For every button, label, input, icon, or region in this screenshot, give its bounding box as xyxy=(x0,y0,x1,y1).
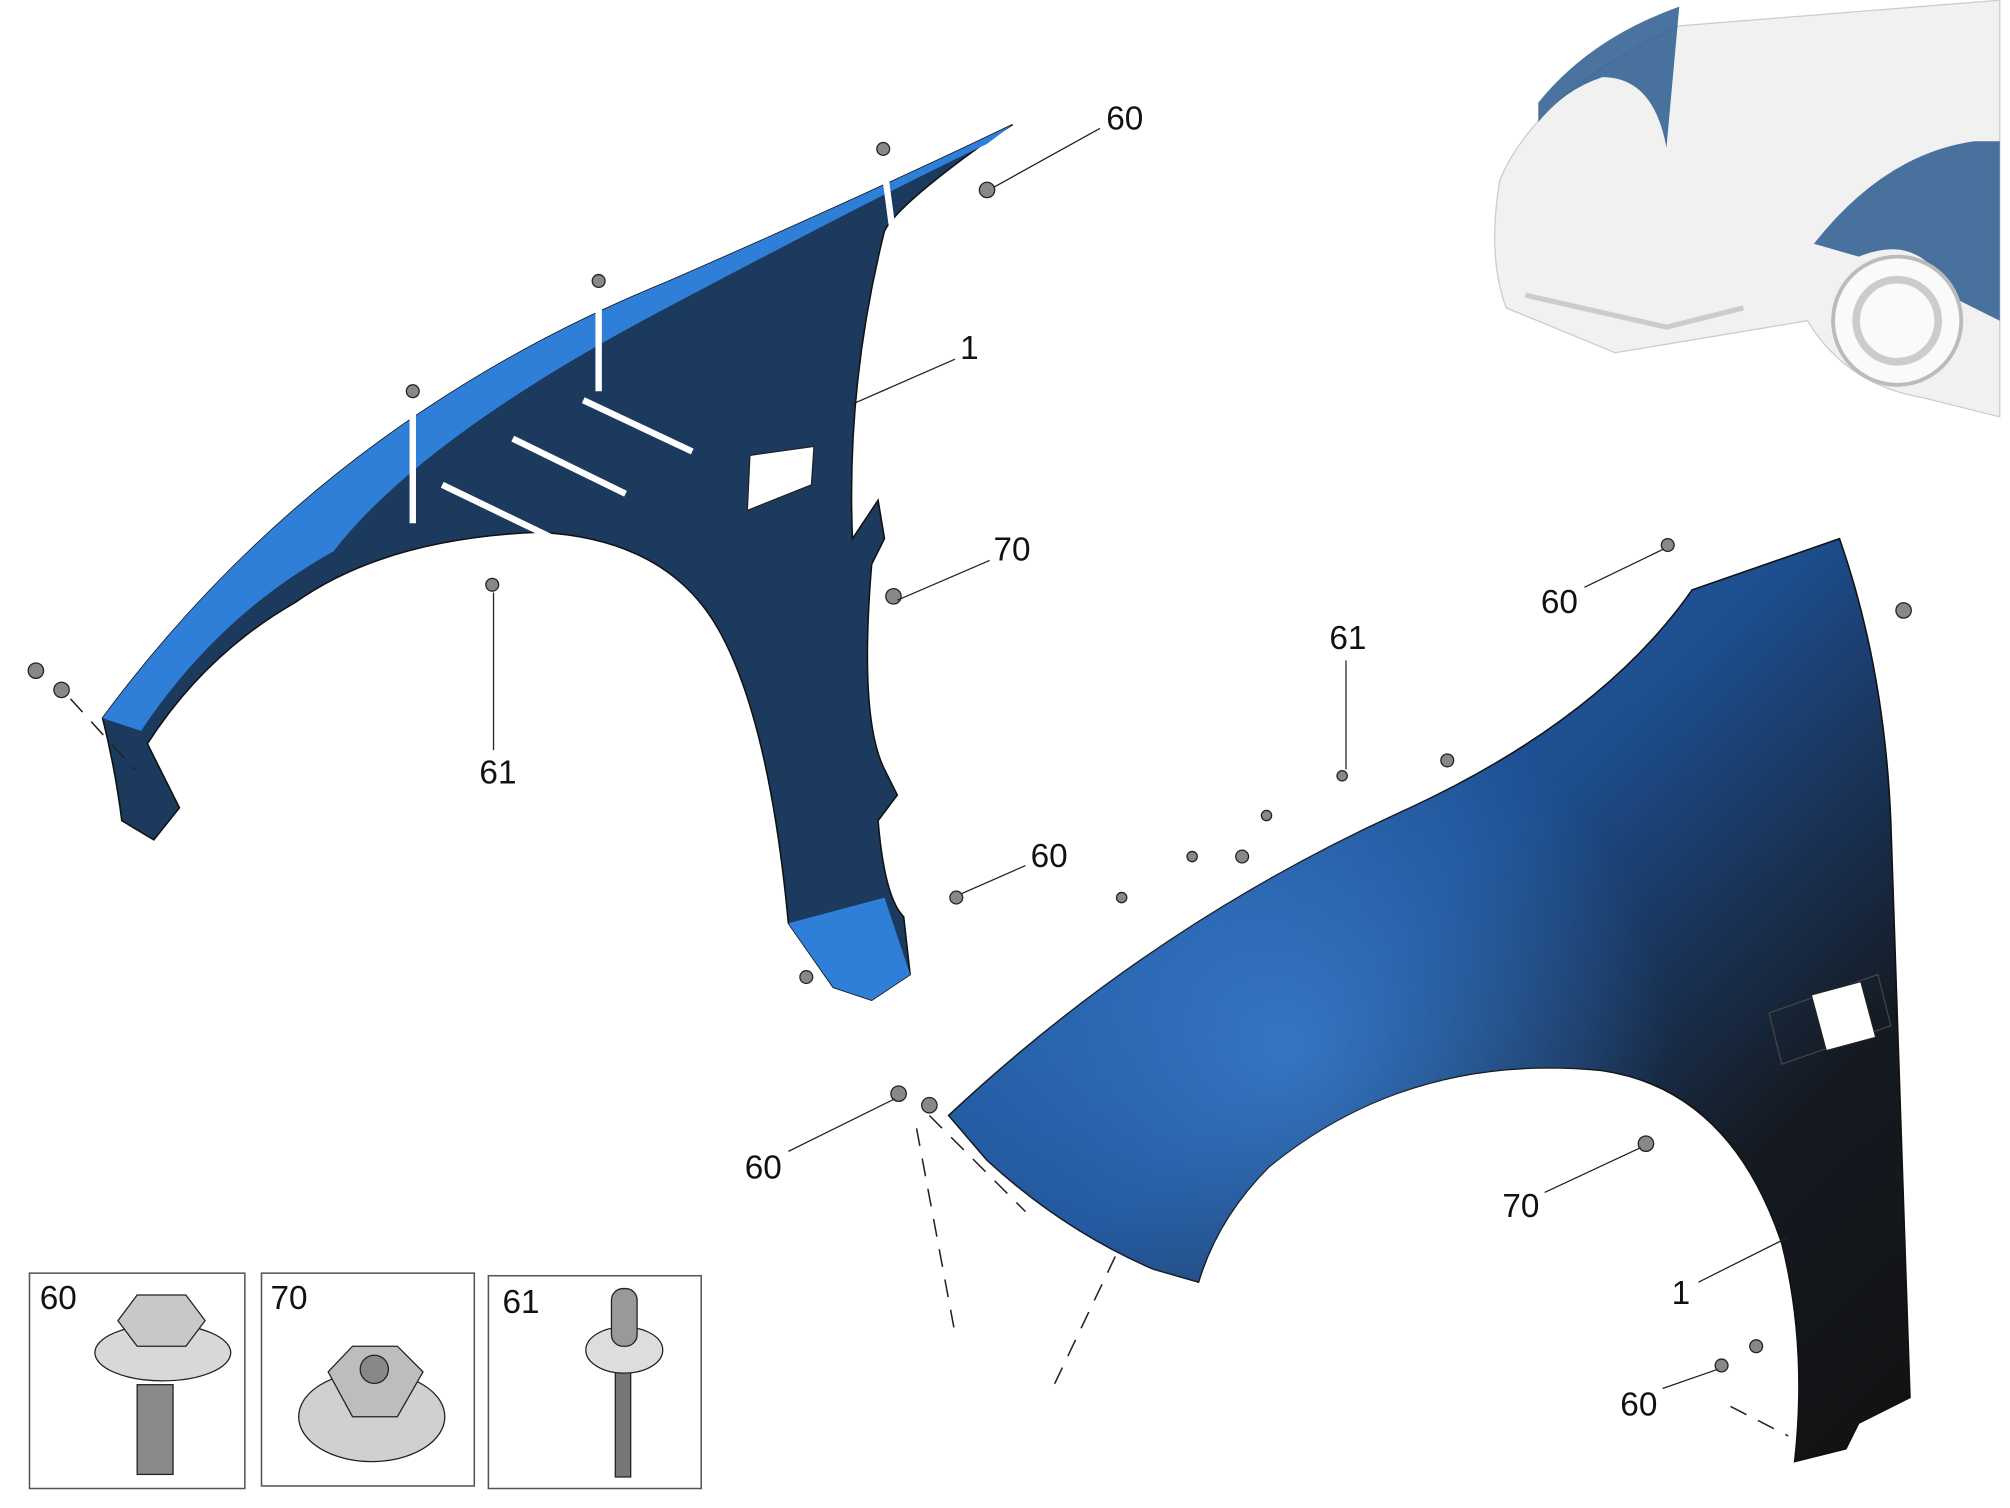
fastener-markers xyxy=(27,141,1912,1373)
callout-70: 70 xyxy=(993,531,1030,568)
callout-60: 60 xyxy=(1106,101,1143,138)
vehicle-locator-thumbnail xyxy=(1494,0,2001,418)
callout-labels: 60 1 70 61 60 61 60 60 70 1 60 xyxy=(479,101,1690,1424)
callout-60: 60 xyxy=(1541,584,1578,621)
callout-60: 60 xyxy=(745,1149,782,1186)
leader-lines xyxy=(69,127,1789,1437)
fender-outer-view xyxy=(947,537,1911,1463)
callout-1: 1 xyxy=(960,330,979,367)
inset-bolt-60: 60 xyxy=(28,1272,246,1490)
inset-rivet-61: 61 xyxy=(487,1274,702,1490)
callout-61: 61 xyxy=(479,754,516,791)
inset-label: 61 xyxy=(503,1284,540,1321)
inset-label: 60 xyxy=(40,1280,77,1317)
callout-61: 61 xyxy=(1329,620,1366,657)
callout-70: 70 xyxy=(1502,1188,1539,1225)
fender-inner-view xyxy=(101,123,1014,1001)
callout-60: 60 xyxy=(1031,838,1068,875)
inset-label: 70 xyxy=(270,1280,307,1317)
callout-60: 60 xyxy=(1620,1386,1657,1423)
callout-1: 1 xyxy=(1672,1275,1691,1312)
inset-nut-70: 70 xyxy=(260,1272,476,1487)
